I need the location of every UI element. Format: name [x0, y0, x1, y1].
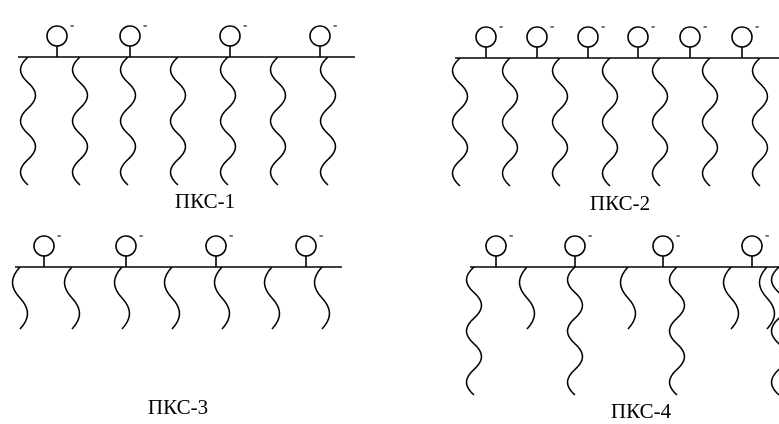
hydrophobic-tail — [551, 57, 569, 187]
charged-head-group: - — [652, 227, 680, 267]
charged-head-group: - — [577, 18, 605, 58]
panel-pks-1: ---- — [18, 17, 355, 186]
caption-pks-1: ПКС-1 — [175, 189, 235, 213]
charged-head — [219, 25, 241, 47]
negative-charge-sign: - — [333, 17, 337, 32]
hydrophobic-tail — [163, 266, 181, 330]
hydrophobic-tail — [451, 57, 469, 187]
negative-charge-sign: - — [319, 227, 323, 242]
hydrophobic-tail — [219, 56, 237, 186]
hydrophobic-tail — [601, 57, 619, 187]
caption-pks-4: ПКС-4 — [611, 399, 672, 423]
negative-charge-sign: - — [765, 227, 769, 242]
charged-head — [33, 235, 55, 257]
negative-charge-sign: - — [588, 227, 592, 242]
hydrophobic-tail — [169, 56, 187, 186]
charged-head-group: - — [46, 17, 74, 57]
hydrophobic-tail — [770, 266, 779, 396]
charged-head-group: - — [475, 18, 503, 58]
charged-head — [309, 25, 331, 47]
panel-pks-2: ------ — [451, 18, 779, 187]
hydrophobic-tail — [269, 56, 287, 186]
charged-head-group: - — [485, 227, 513, 267]
hydrophobic-tail — [71, 56, 89, 186]
caption-pks-3: ПКС-3 — [148, 395, 208, 419]
charged-head-group: - — [119, 17, 147, 57]
hydrophobic-tail — [651, 57, 669, 187]
hydrophobic-tail — [668, 266, 686, 396]
charged-head — [475, 26, 497, 48]
hydrophobic-tail — [518, 266, 536, 330]
hydrophobic-tail — [319, 56, 337, 186]
charged-head — [205, 235, 227, 257]
charged-head — [652, 235, 674, 257]
negative-charge-sign: - — [651, 18, 655, 33]
hydrophobic-tail — [566, 266, 584, 396]
charged-head — [295, 235, 317, 257]
caption-pks-2: ПКС-2 — [590, 191, 650, 215]
hydrophobic-tail — [758, 266, 776, 330]
negative-charge-sign: - — [509, 227, 513, 242]
panel-pks-4: ---- — [465, 227, 779, 396]
negative-charge-sign: - — [229, 227, 233, 242]
charged-head-group: - — [679, 18, 707, 58]
charged-head-group: - — [526, 18, 554, 58]
charged-head — [731, 26, 753, 48]
charged-head — [577, 26, 599, 48]
hydrophobic-tail — [63, 266, 81, 330]
charged-head — [485, 235, 507, 257]
charged-head-group: - — [627, 18, 655, 58]
charged-head-group: - — [309, 17, 337, 57]
charged-head-group: - — [115, 227, 143, 267]
negative-charge-sign: - — [755, 18, 759, 33]
charged-head — [119, 25, 141, 47]
charged-head-group: - — [731, 18, 759, 58]
negative-charge-sign: - — [143, 17, 147, 32]
hydrophobic-tail — [465, 266, 483, 396]
charged-head-group: - — [564, 227, 592, 267]
charged-head — [526, 26, 548, 48]
negative-charge-sign: - — [703, 18, 707, 33]
negative-charge-sign: - — [57, 227, 61, 242]
charged-head — [741, 235, 763, 257]
hydrophobic-tail — [722, 266, 740, 330]
charged-head — [115, 235, 137, 257]
hydrophobic-tail — [751, 57, 769, 187]
hydrophobic-tail — [313, 266, 331, 330]
charged-head — [46, 25, 68, 47]
charged-head-group: - — [33, 227, 61, 267]
hydrophobic-tail — [501, 57, 519, 187]
charged-head — [564, 235, 586, 257]
negative-charge-sign: - — [550, 18, 554, 33]
negative-charge-sign: - — [70, 17, 74, 32]
negative-charge-sign: - — [243, 17, 247, 32]
hydrophobic-tail — [19, 56, 37, 186]
charged-head-group: - — [741, 227, 769, 267]
charged-head-group: - — [295, 227, 323, 267]
negative-charge-sign: - — [499, 18, 503, 33]
charged-head-group: - — [219, 17, 247, 57]
hydrophobic-tail — [263, 266, 281, 330]
hydrophobic-tail — [213, 266, 231, 330]
hydrophobic-tail — [11, 266, 29, 330]
hydrophobic-tail — [701, 57, 719, 187]
charged-head-group: - — [205, 227, 233, 267]
negative-charge-sign: - — [601, 18, 605, 33]
panel-pks-3: ---- — [11, 227, 342, 330]
hydrophobic-tail — [113, 266, 131, 330]
charged-head — [679, 26, 701, 48]
hydrophobic-tail — [619, 266, 637, 330]
negative-charge-sign: - — [676, 227, 680, 242]
charged-head — [627, 26, 649, 48]
negative-charge-sign: - — [139, 227, 143, 242]
hydrophobic-tail — [119, 56, 137, 186]
